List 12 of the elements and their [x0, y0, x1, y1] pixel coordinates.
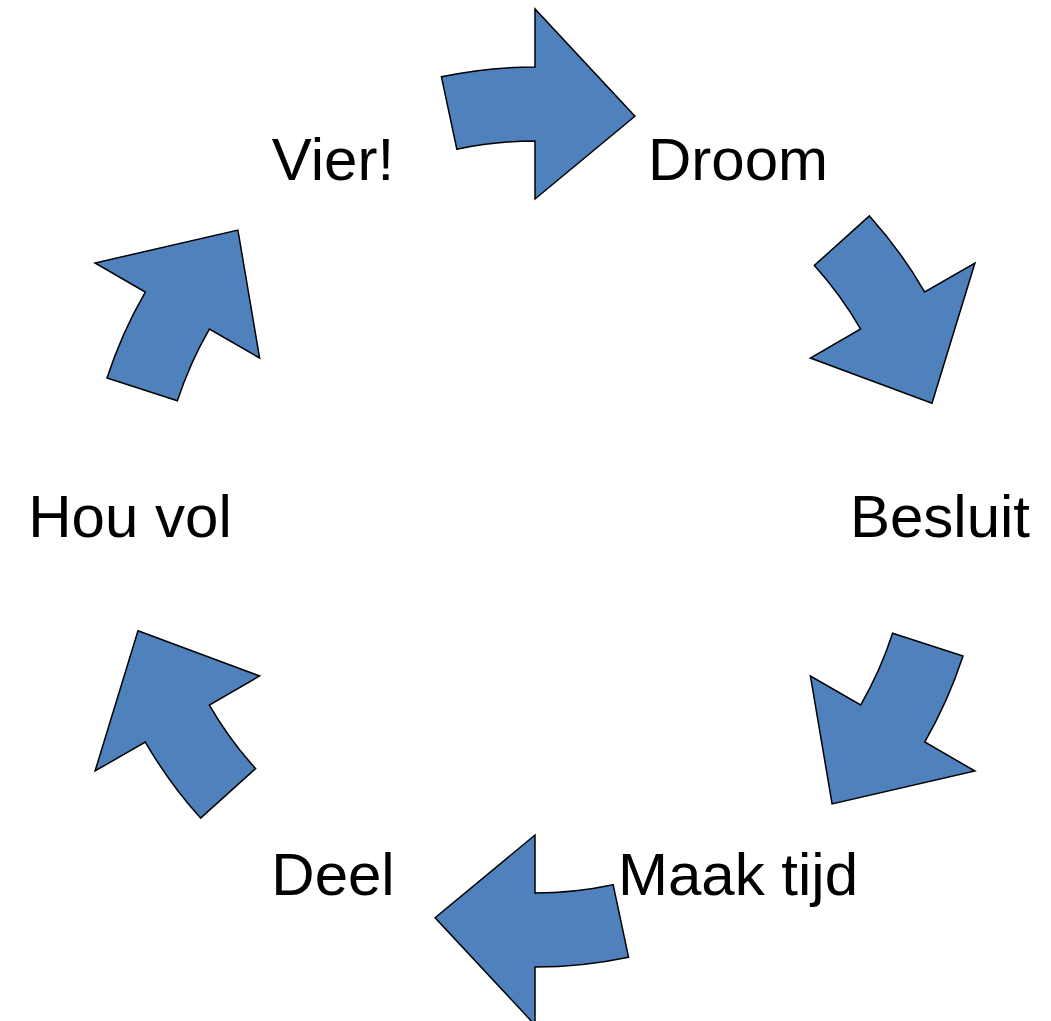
curved-arrow: [440, 8, 636, 200]
step-label: Maak tijd: [617, 841, 859, 908]
curved-arrow: [809, 632, 976, 805]
step-label: Vier!: [271, 126, 395, 193]
curved-arrow: [434, 834, 630, 1021]
curved-arrow: [94, 229, 261, 402]
step-label: Besluit: [849, 483, 1031, 550]
step-label: Hou vol: [28, 483, 232, 550]
curved-arrow: [94, 630, 261, 819]
step-label: Deel: [271, 841, 395, 908]
curved-arrow: [809, 215, 976, 404]
step-label: Droom: [648, 126, 828, 193]
